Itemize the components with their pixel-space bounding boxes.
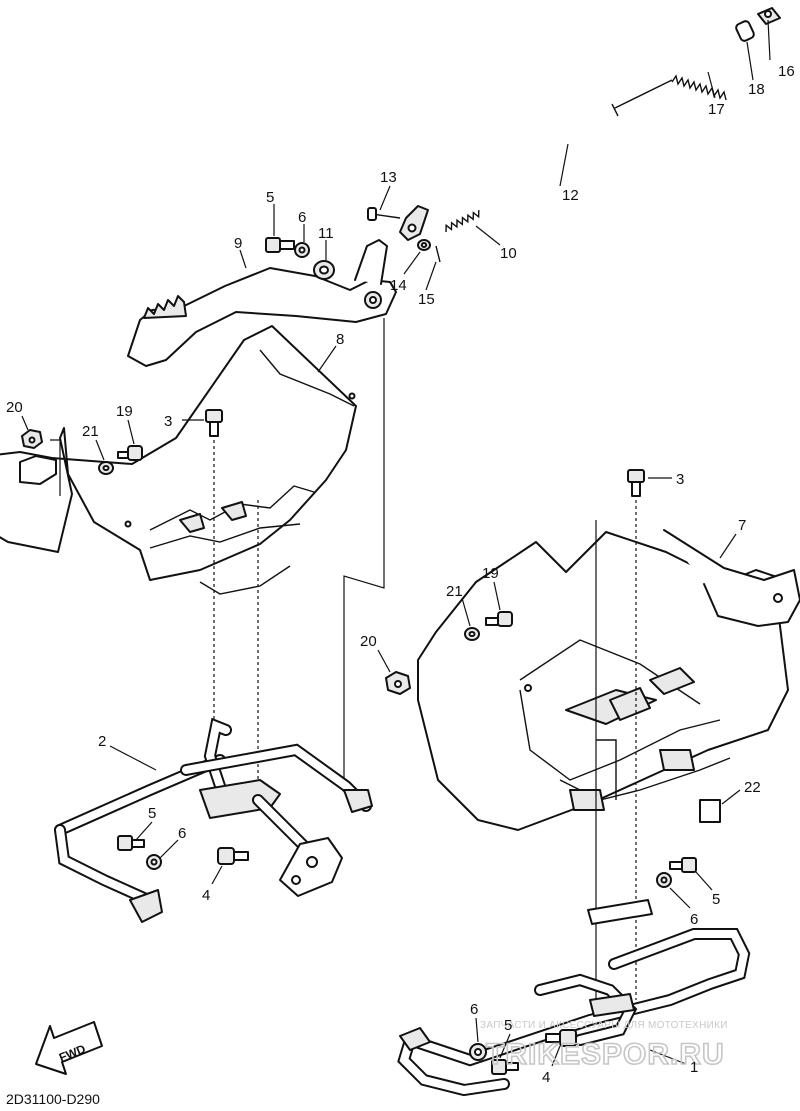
cotter-pin-15 [435, 245, 441, 263]
bolt-5-top [265, 237, 295, 253]
callout-5-bottom: 5 [504, 1017, 512, 1034]
bolt-5-right [669, 857, 697, 873]
callout-10: 10 [500, 245, 517, 262]
callout-4-bottom: 4 [542, 1069, 550, 1086]
footrest-frame-1 [397, 899, 751, 1097]
footrest-board-7 [417, 529, 800, 831]
callout-21-right: 21 [446, 583, 463, 600]
spring-17 [671, 74, 727, 101]
callout-5-right: 5 [712, 891, 720, 908]
callout-5-left: 5 [148, 805, 156, 822]
diagram-code: 2D31100-D290 [6, 1091, 100, 1107]
nut-20-left [21, 429, 43, 449]
adjusting-nut-16 [757, 7, 781, 25]
callout-6-left: 6 [178, 825, 186, 842]
bolt-3-right [627, 469, 645, 497]
washer-6-bottom [469, 1043, 487, 1061]
callout-4-left: 4 [202, 887, 210, 904]
watermark-small-text: ЗАПЧАСТИ И АКСЕССУАРЫ ДЛЯ МОТОТЕХНИКИ [480, 1020, 728, 1031]
brake-rod-12 [414, 79, 673, 206]
alignment-line [343, 318, 385, 786]
bolt-19-right [485, 611, 513, 627]
spring-10 [445, 210, 480, 233]
nut-20-right [385, 671, 411, 695]
callout-21-left: 21 [82, 423, 99, 440]
bolt-4-bottom [545, 1029, 577, 1047]
bolt-3-left [205, 409, 223, 437]
callout-19-left: 19 [116, 403, 133, 420]
callout-6-right: 6 [690, 911, 698, 928]
callout-22: 22 [744, 779, 761, 796]
footrest-frame-2 [54, 717, 373, 923]
callout-13: 13 [380, 169, 397, 186]
washer-21-left [98, 461, 114, 475]
callout-19-right: 19 [482, 565, 499, 582]
callout-12: 12 [562, 187, 579, 204]
washer-6-top [294, 242, 310, 258]
callout-3-right: 3 [676, 471, 684, 488]
brake-pedal-9 [127, 239, 397, 367]
washer-21-right [464, 627, 480, 641]
callout-17: 17 [708, 101, 725, 118]
leader-lines [21, 19, 771, 1067]
callout-7: 7 [738, 517, 746, 534]
bolt-5-left [117, 835, 145, 851]
callout-6-top: 6 [298, 209, 306, 226]
alignment-line [50, 439, 61, 496]
bolt-19-left [117, 445, 143, 461]
label-22 [699, 799, 721, 823]
callout-14: 14 [390, 277, 407, 294]
callout-9: 9 [234, 235, 242, 252]
brake-lever-plate [399, 205, 429, 241]
bolt-4-left [217, 847, 249, 865]
washer-6-right [656, 872, 672, 888]
callout-3-left: 3 [164, 413, 172, 430]
callout-20-right: 20 [360, 633, 377, 650]
callout-labels: 16 18 17 13 12 10 5 6 11 9 14 15 8 20 21… [6, 63, 795, 1086]
callout-6-bottom: 6 [470, 1001, 478, 1018]
bolt-5-bottom [491, 1059, 519, 1075]
callout-16: 16 [778, 63, 795, 80]
callout-1: 1 [690, 1059, 698, 1076]
joint-18 [735, 20, 755, 42]
watermark-large-text: TRIKESPOR.RU [486, 1038, 725, 1071]
washer-6-left [146, 854, 162, 870]
callout-5-top: 5 [266, 189, 274, 206]
washer-11 [313, 260, 335, 280]
pin-13 [367, 207, 401, 221]
footrest-board-8 [0, 325, 357, 595]
callout-8: 8 [336, 331, 344, 348]
washer-14 [417, 239, 431, 251]
callout-2: 2 [98, 733, 106, 750]
callout-11: 11 [318, 225, 334, 242]
fwd-arrow-icon: FWD [35, 1021, 103, 1075]
callout-15: 15 [418, 291, 435, 308]
callout-20-left: 20 [6, 399, 23, 416]
callout-18: 18 [748, 81, 765, 98]
